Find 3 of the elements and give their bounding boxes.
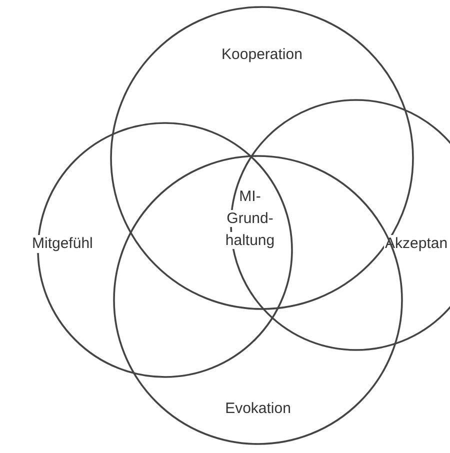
center-label: MI- Grund- haltung xyxy=(223,187,277,251)
circle-label: Kooperation xyxy=(220,46,304,64)
circle-label: Mitgefühl xyxy=(31,235,94,253)
